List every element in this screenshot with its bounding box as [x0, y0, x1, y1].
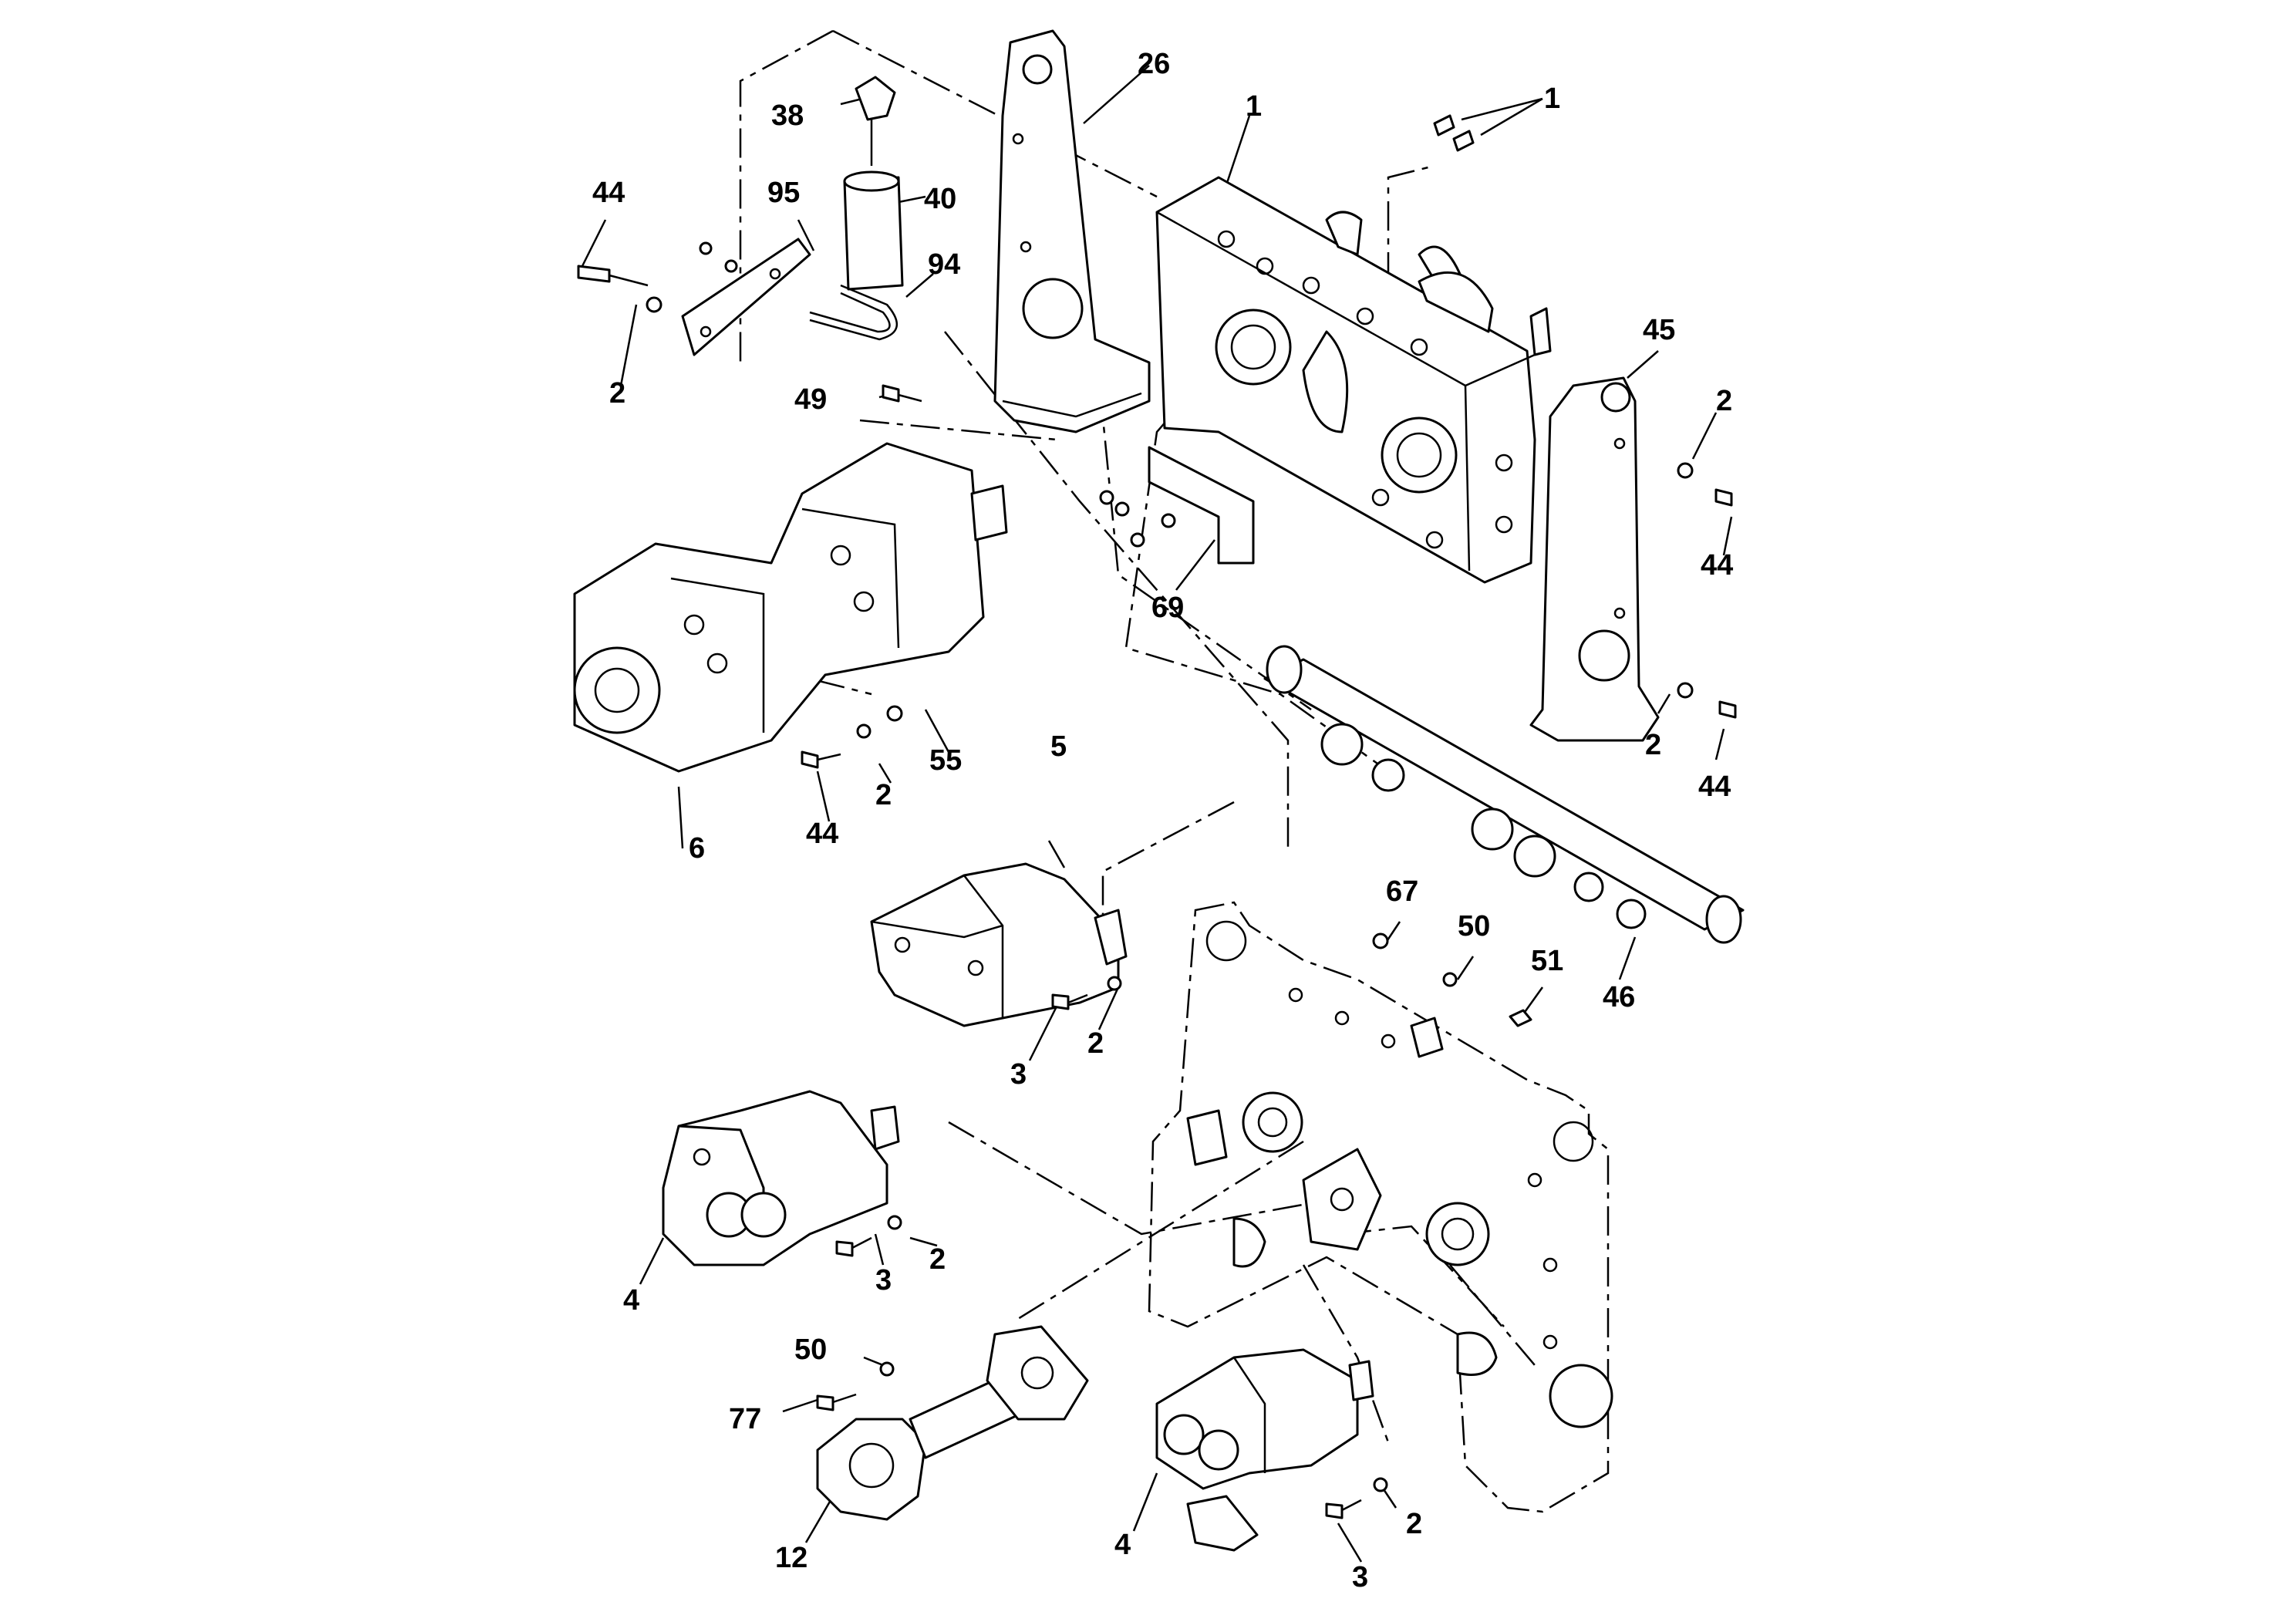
callout-51: 51: [1531, 945, 1563, 977]
callout-77: 77: [729, 1403, 761, 1435]
pump-5: [870, 862, 1128, 1027]
pump-4-bottom: [1155, 1348, 1374, 1552]
callout-3: 3: [1010, 1058, 1027, 1091]
hardware-pump-6: [801, 705, 903, 769]
callout-2: 2: [1406, 1508, 1422, 1540]
callout-46: 46: [1603, 981, 1635, 1013]
callout-69: 69: [1151, 592, 1184, 624]
hardware-shaft: [816, 1361, 895, 1411]
callout-2: 2: [875, 779, 892, 811]
callout-26: 26: [1138, 48, 1170, 80]
callout-1: 1: [1544, 83, 1560, 115]
callout-95: 95: [767, 177, 800, 209]
callout-2: 2: [929, 1243, 946, 1276]
callout-38: 38: [771, 99, 804, 132]
bracket-45: [1529, 376, 1660, 742]
callout-2: 2: [1716, 385, 1732, 417]
callout-45: 45: [1643, 314, 1675, 346]
hardware-pump-5: [1051, 976, 1122, 1010]
callout-50: 50: [1458, 910, 1490, 943]
callout-4: 4: [1114, 1529, 1131, 1561]
callout-2: 2: [609, 377, 625, 410]
callout-1: 1: [1246, 90, 1262, 123]
callout-40: 40: [924, 183, 956, 215]
callout-55: 55: [929, 744, 962, 777]
callout-94: 94: [928, 248, 960, 281]
hardware-pump-4-left: [835, 1215, 902, 1257]
callout-6: 6: [689, 832, 705, 865]
hardware-pump-4-bottom: [1325, 1477, 1388, 1519]
callout-3: 3: [1352, 1561, 1368, 1593]
callout-12: 12: [775, 1542, 807, 1574]
pump-assembly-6: [573, 442, 1008, 773]
callout-3: 3: [875, 1264, 892, 1297]
callout-49: 49: [794, 383, 827, 416]
callout-2: 2: [1087, 1027, 1104, 1060]
hardware-manifold: [1372, 932, 1532, 1027]
bracket-26: [993, 29, 1151, 433]
callout-67: 67: [1386, 875, 1418, 908]
callout-44: 44: [1701, 549, 1733, 582]
callout-leader-lines: [581, 65, 1733, 1563]
filter-40: [843, 170, 904, 291]
callout-4: 4: [623, 1284, 639, 1317]
callout-5: 5: [1050, 730, 1067, 763]
callout-44: 44: [806, 818, 838, 850]
gearbox-1: [1155, 176, 1552, 584]
gearbox-phantom: [1148, 901, 1613, 1513]
plate-69: [1148, 446, 1255, 565]
callout-44: 44: [592, 177, 625, 209]
hardware-top: [577, 114, 1737, 719]
plate-95: [681, 238, 811, 356]
callout-2: 2: [1645, 729, 1661, 761]
manifold-46: [1263, 645, 1745, 944]
callout-44: 44: [1698, 771, 1731, 803]
callout-labels: 26 1 1 38 40 44 95 94 2 49 45 2 44 69 2 …: [592, 48, 1733, 1593]
drive-shaft-12: [816, 1325, 1089, 1521]
fitting-38: [855, 76, 896, 166]
callout-50: 50: [794, 1334, 827, 1366]
u-bolt-94: [809, 284, 899, 341]
pump-4-left: [662, 1090, 900, 1266]
